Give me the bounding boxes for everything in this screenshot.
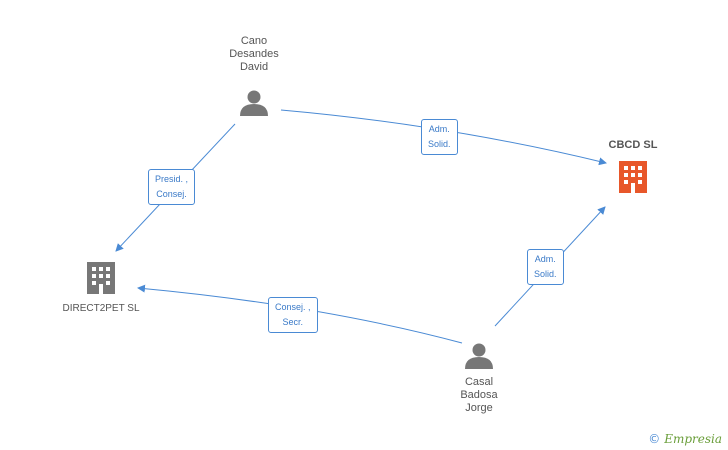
relation-label: Presid. , Consej.	[148, 169, 196, 205]
person-icon	[465, 343, 493, 369]
copyright-icon: ©	[648, 432, 661, 446]
company-name-direct2pet[interactable]: DIRECT2PET SL	[62, 303, 140, 314]
person-name-cano[interactable]: Cano Desandes David	[229, 35, 279, 73]
person-icon	[240, 90, 268, 116]
company-name-cbcd[interactable]: CBCD SL	[608, 139, 658, 151]
relation-label: Adm. Solid.	[421, 119, 458, 155]
building-icon	[619, 161, 647, 193]
person-name-casal[interactable]: Casal Badosa Jorge	[460, 376, 498, 414]
building-icon	[87, 262, 115, 294]
relation-label: Consej. , Secr.	[268, 297, 318, 333]
brand-logo: Empresia	[664, 432, 722, 446]
watermark: ©Empresia	[648, 432, 722, 446]
relation-label: Adm. Solid.	[527, 249, 564, 285]
